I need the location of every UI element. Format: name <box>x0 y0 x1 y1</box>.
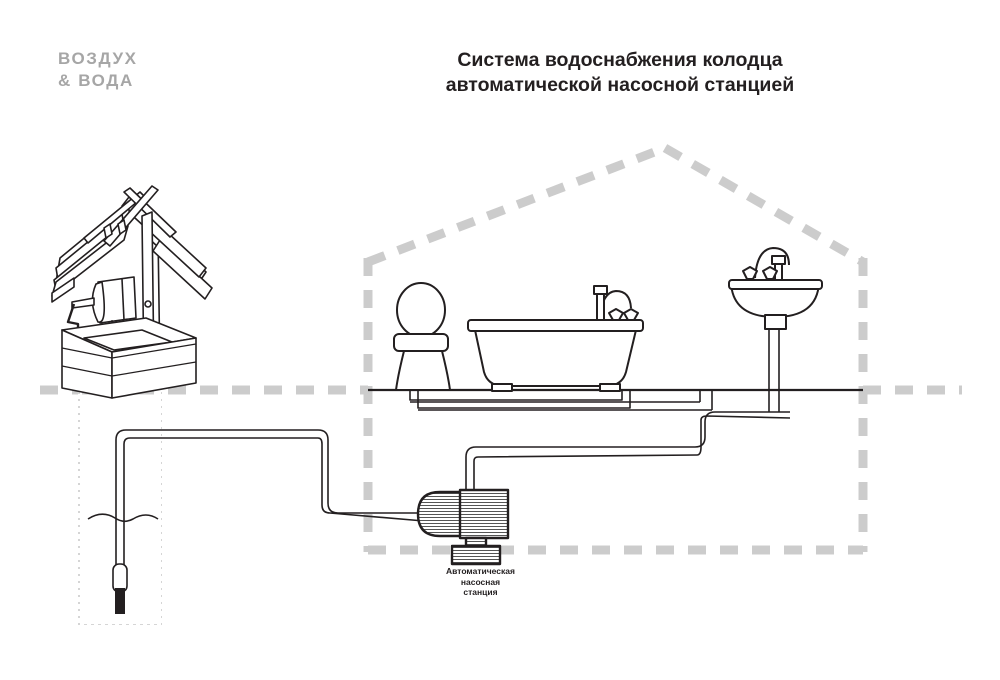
well-water-level <box>87 513 159 523</box>
title-line-2: автоматической насосной станцией <box>445 74 795 96</box>
bathtub-body <box>474 329 637 387</box>
toilet-pedestal <box>395 350 451 391</box>
well-winch-band <box>121 278 125 321</box>
pump-station-caption: Автоматическая насосная станция <box>398 566 563 598</box>
bathtub-mixer-stem <box>596 291 605 321</box>
well-roof-ornament-1 <box>103 223 113 239</box>
basin-faucet-icon <box>742 247 790 281</box>
brand-logo: ВОЗДУХ & ВОДА <box>58 48 138 92</box>
well-box-plank-2 <box>61 361 197 377</box>
house-roof-left <box>366 143 667 267</box>
wash-basin-icon <box>728 247 823 330</box>
discharge-riser-outer <box>465 411 790 492</box>
well-roof-left-fascia <box>51 277 75 303</box>
suction-pipe-outer <box>115 429 424 586</box>
pump-station-icon <box>416 488 510 566</box>
faucet-icon <box>593 285 639 321</box>
bathtub-foot-left <box>491 383 513 392</box>
pump-caption-line-3: станция <box>463 587 498 597</box>
page-title: Система водоснабжения колодца автоматиче… <box>300 48 940 98</box>
basin-mixer-head <box>771 255 786 265</box>
house-outline <box>363 143 868 555</box>
foot-valve-tip <box>115 588 125 614</box>
pump-base <box>450 544 502 566</box>
brand-line-1: ВОЗДУХ <box>58 49 138 68</box>
toilet-seat <box>393 333 449 352</box>
well-box-side <box>111 337 197 399</box>
pipe-network <box>112 329 791 614</box>
well-winch-end <box>91 281 106 323</box>
suction-pipe-inner <box>123 437 425 586</box>
title-line-1: Система водоснабжения колодца <box>457 49 783 71</box>
foot-valve-icon <box>112 563 128 614</box>
basin-rim <box>728 279 823 290</box>
fixture-branch-inner <box>417 390 631 409</box>
bathtub-icon <box>467 285 644 392</box>
bathtub-mixer-head <box>593 285 608 295</box>
bathtub-handle-right <box>623 308 639 321</box>
bathtub-rim <box>467 319 644 332</box>
toilet-tank-lid <box>396 282 446 338</box>
well-roof-ornament-2 <box>117 219 127 235</box>
basin-handle-right <box>762 266 778 280</box>
pump-caption-line-1: Автоматическая <box>446 566 515 576</box>
basin-handle-left <box>742 266 758 280</box>
well-winch-shaft <box>71 297 95 309</box>
bathtub-foot-right <box>599 383 621 392</box>
house-roof-right <box>662 144 866 266</box>
well-house-icon <box>51 185 213 399</box>
toilet-icon <box>393 282 451 391</box>
basin-drain-collar <box>764 314 787 330</box>
pump-tank <box>416 490 464 538</box>
basin-spout <box>754 247 790 279</box>
pump-caption-line-2: насосная <box>460 576 501 587</box>
pump-body <box>458 488 510 540</box>
brand-line-2: & ВОДА <box>58 71 134 90</box>
discharge-riser-inner <box>473 415 791 492</box>
well-post-peg <box>144 300 152 308</box>
bathtub-handle-left <box>608 308 624 321</box>
fixture-branch-outer <box>409 390 623 401</box>
well-box-plank-1 <box>61 343 197 359</box>
